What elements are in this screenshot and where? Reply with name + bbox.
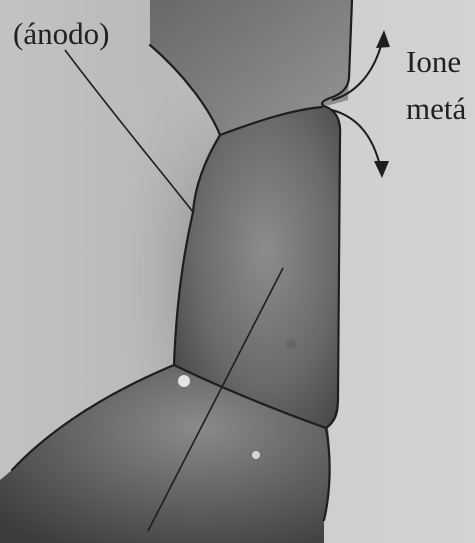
- anodo-label: (ánodo): [13, 18, 109, 49]
- inclusion-dot: [286, 339, 296, 349]
- inclusion-dot: [252, 451, 260, 459]
- metal-ions-label-line-2: metá: [406, 93, 466, 124]
- inclusion-dot: [178, 375, 190, 387]
- metal-ions-label-line-1: Ione: [406, 46, 461, 77]
